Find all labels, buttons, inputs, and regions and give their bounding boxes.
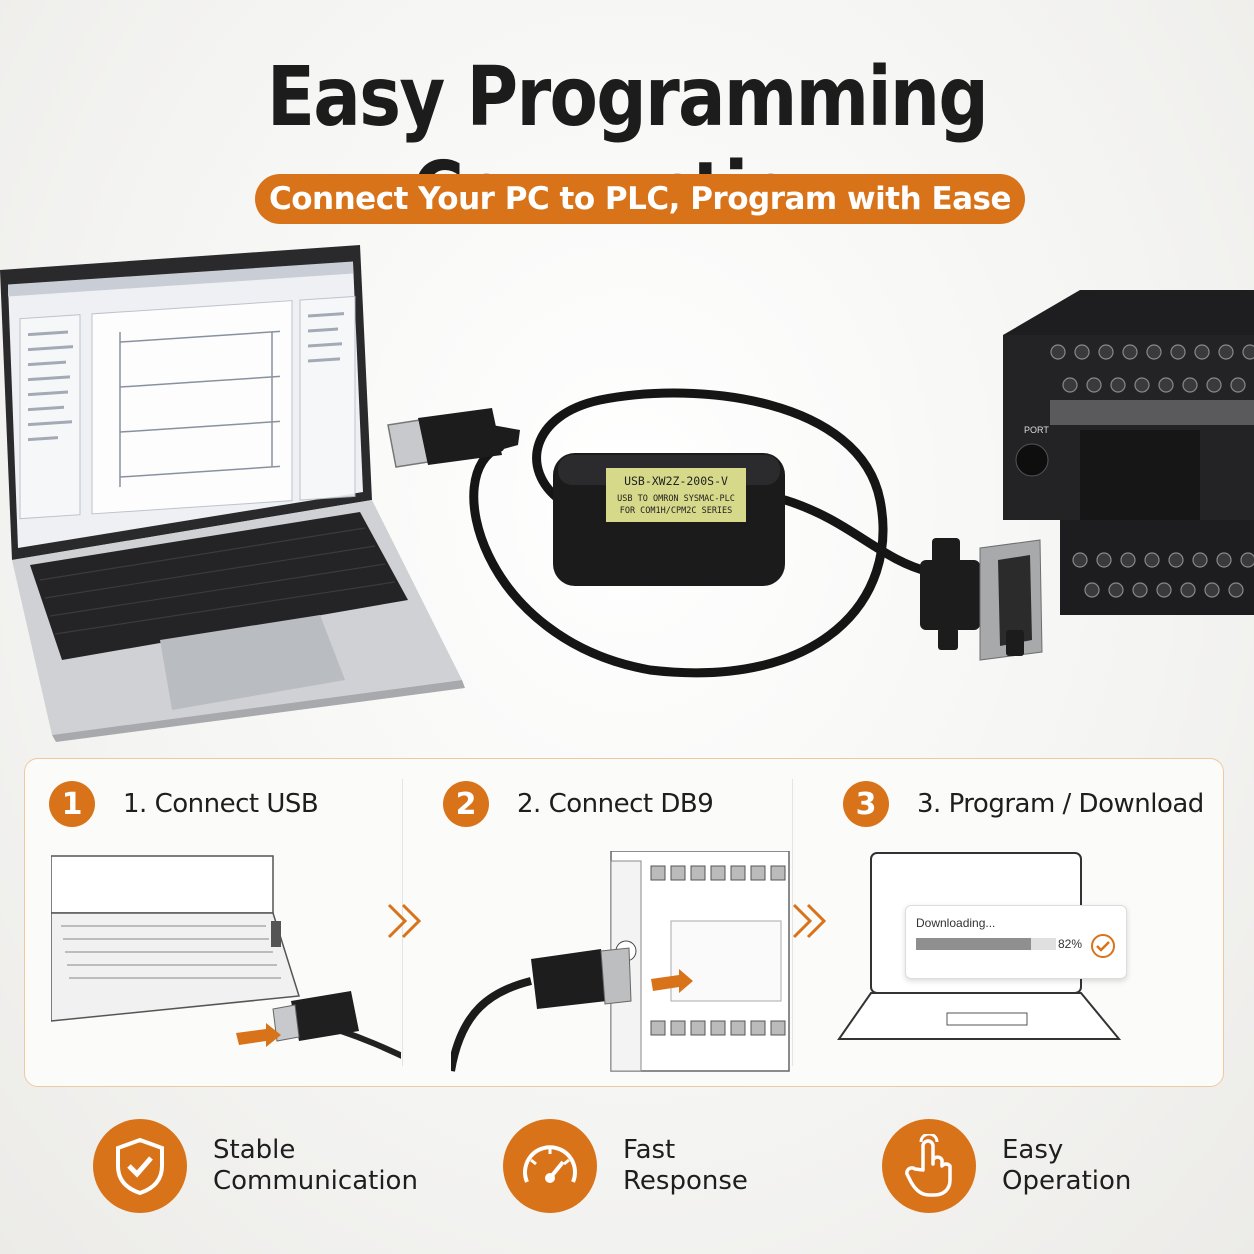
subtitle-banner: Connect Your PC to PLC, Program with Eas…: [255, 174, 1025, 224]
step-3-label: 3. Program / Download: [917, 789, 1204, 819]
feature-easy: Easy Operation: [882, 1118, 1131, 1213]
step-1-badge: 1: [49, 781, 95, 827]
shield-check-icon: [93, 1118, 187, 1213]
feature-fast: Fast Response: [503, 1118, 748, 1213]
step-1-label: 1. Connect USB: [123, 789, 319, 819]
step-divider: [792, 779, 793, 1066]
steps-panel: 1 1. Connect USB 2 2. Connect DB9 3 3. P…: [24, 758, 1224, 1087]
plc-image: PORT: [1003, 290, 1254, 615]
laptop-image: [0, 245, 465, 742]
adapter-label-line1: USB-XW2Z-200S-V: [624, 474, 728, 488]
chevron-right-icon: [387, 903, 422, 939]
download-label: Downloading...: [916, 916, 996, 930]
feature-easy-line1: Easy: [1002, 1134, 1064, 1165]
step-1-header: 1 1. Connect USB: [49, 779, 319, 829]
check-circle-icon: [1091, 934, 1115, 958]
usb-plug-image: [387, 408, 520, 468]
feature-stable-line1: Stable: [213, 1134, 296, 1165]
step-2-badge: 2: [443, 781, 489, 827]
cable-image: [469, 388, 935, 678]
hand-pointer-icon: [882, 1118, 976, 1213]
plc-port-label: PORT: [1024, 425, 1049, 435]
step-2-illustration: [451, 851, 790, 1072]
feature-easy-line2: Operation: [1002, 1165, 1132, 1196]
feature-stable-line2: Communication: [213, 1165, 418, 1196]
feature-fast-line1: Fast: [623, 1134, 676, 1165]
step-3-badge: 3: [843, 781, 889, 827]
download-progress-fill: [916, 938, 1031, 950]
db9-connector-image: [920, 538, 1043, 661]
adapter-label-line2: USB TO OMRON SYSMAC-PLC: [617, 494, 735, 504]
adapter-box-image: USB-XW2Z-200S-V USB TO OMRON SYSMAC-PLC …: [553, 453, 785, 586]
feature-stable: Stable Communication: [93, 1118, 418, 1213]
step-2-header: 2 2. Connect DB9: [443, 779, 714, 829]
chevron-right-icon: [792, 903, 827, 939]
hero-illustration: USB-XW2Z-200S-V USB TO OMRON SYSMAC-PLC …: [0, 245, 1254, 742]
step-3-header: 3 3. Program / Download: [843, 779, 1204, 829]
download-percent: 82%: [1058, 937, 1083, 951]
step-2-label: 2. Connect DB9: [517, 789, 714, 819]
download-progress-track: [916, 938, 1056, 950]
speedometer-icon: [503, 1118, 597, 1213]
feature-fast-line2: Response: [623, 1165, 748, 1196]
download-dialog: Downloading... 82%: [905, 905, 1127, 979]
step-1-illustration: [51, 855, 401, 1059]
adapter-label-line3: FOR COM1H/CPM2C SERIES: [620, 506, 733, 516]
